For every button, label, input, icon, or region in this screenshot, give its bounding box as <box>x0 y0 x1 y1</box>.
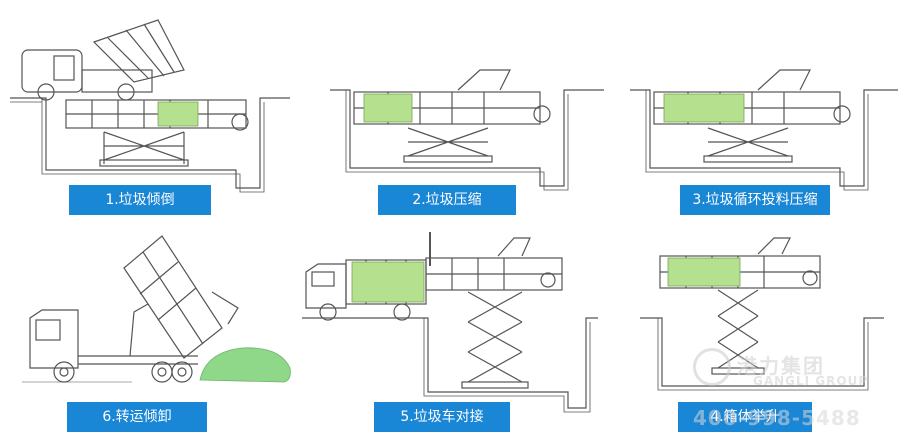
step-1-panel: 1.垃圾倾倒 <box>8 19 298 220</box>
compacted-garbage <box>157 101 199 127</box>
step-label: 1.垃圾倾倒 <box>69 185 211 215</box>
step-label: 6.转运倾卸 <box>67 402 207 432</box>
watermark-name: 港力集团 <box>737 354 825 378</box>
pit-outline <box>10 97 290 189</box>
gangli-logo-icon <box>693 348 731 386</box>
tipping-bin <box>92 19 185 83</box>
step-1-drawing <box>10 19 290 193</box>
dumped-garbage <box>199 347 291 383</box>
watermark: 港力集团 GANGLI GROUP 400-998-5488 <box>693 348 903 440</box>
step-5-drawing <box>302 232 598 413</box>
step-label: 2.垃圾压缩 <box>378 185 516 215</box>
transfer-truck-cab <box>29 309 79 369</box>
step-label: 5.垃圾车对接 <box>374 402 510 432</box>
step-4-panel: 4.箱体举升 <box>638 232 903 442</box>
watermark-phone: 400-998-5488 <box>693 406 861 430</box>
step-3-panel: 3.垃圾循环投料压缩 <box>628 60 903 220</box>
step-6-panel: 6.转运倾卸 <box>22 232 302 442</box>
step-2-panel: 2.垃圾压缩 <box>328 60 618 220</box>
watermark-sub: GANGLI GROUP <box>753 374 869 388</box>
feed-hopper <box>757 69 811 91</box>
tilted-container <box>123 235 223 359</box>
step-6-drawing <box>22 235 291 383</box>
pit-outline <box>630 89 898 187</box>
compacted-garbage <box>667 257 741 287</box>
step-2-drawing <box>330 69 604 191</box>
pit-outline <box>330 89 604 187</box>
compacted-garbage <box>363 93 413 123</box>
feed-hopper <box>457 69 511 91</box>
step-5-panel: 5.垃圾车对接 <box>302 232 602 442</box>
compacted-garbage <box>351 261 425 303</box>
step-label: 4.箱体举升 <box>678 402 812 432</box>
step-3-drawing <box>630 69 898 191</box>
container-door <box>211 291 239 325</box>
step-label: 3.垃圾循环投料压缩 <box>680 185 830 215</box>
compacted-garbage <box>663 93 745 123</box>
feed-hopper <box>757 237 791 255</box>
step-4-drawing <box>640 237 884 391</box>
truck-cab <box>305 263 347 309</box>
pit-outline <box>420 317 598 409</box>
